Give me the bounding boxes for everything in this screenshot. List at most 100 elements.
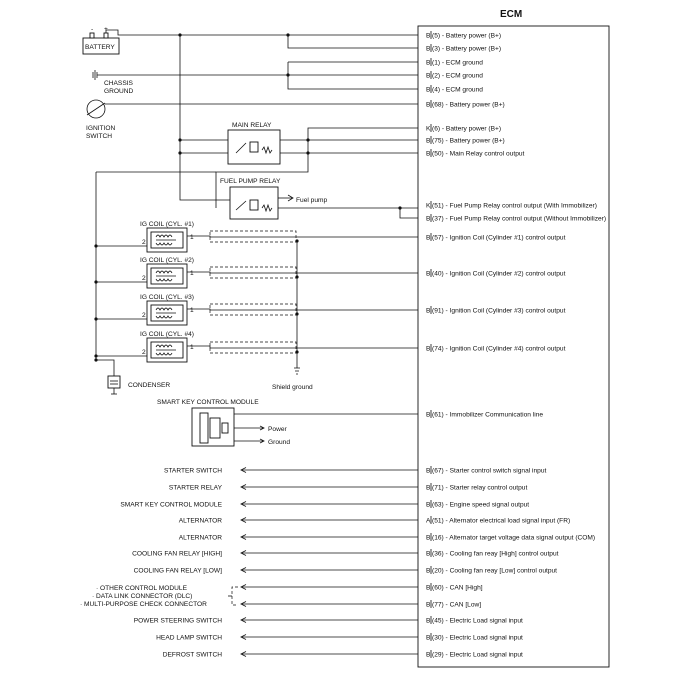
pin-label: (50) - Main Relay control output [432, 151, 525, 158]
ig-coil-4: IG COIL (CYL. #4) 2 1 [94, 331, 418, 363]
svg-text:Power: Power [268, 426, 287, 433]
pin-connector: B [426, 635, 431, 642]
ecm-pin-19: A(51) - Alternator electrical load signa… [426, 516, 570, 525]
svg-text:Ground: Ground [268, 439, 290, 446]
pin-connector: B [426, 535, 431, 542]
pin-label: (5) - Battery power (B+) [432, 33, 501, 40]
ecm-pin-17: B(71) - Starter relay control output [426, 483, 527, 492]
ecm-pin-9: K(51) - Fuel Pump Relay control output (… [426, 201, 597, 210]
svg-text:MAIN RELAY: MAIN RELAY [232, 122, 272, 129]
ig-coil-1: IG COIL (CYL. #1)21 [94, 221, 418, 253]
pin-label: (6) - Battery power (B+) [432, 126, 501, 133]
output-label: STARTER RELAY [169, 485, 223, 492]
pin-connector: B [426, 585, 431, 592]
pin-connector: B [426, 485, 431, 492]
output-label: SMART KEY CONTROL MODULE [120, 502, 222, 509]
pin-label: (91) - Ignition Coil (Cylinder #3) contr… [432, 308, 566, 315]
ecm-pin-5: B(68) - Battery power (B+) [426, 100, 505, 109]
output-11: DEFROST SWITCH [163, 651, 418, 659]
ecm-pin-6: K(6) - Battery power (B+) [426, 124, 501, 133]
pin-label: (61) - Immobilizer Communication line [432, 412, 543, 419]
output-label: COOLING FAN RELAY [HIGH] [132, 551, 222, 558]
output-label: ALTERNATOR [179, 535, 222, 542]
svg-text:1: 1 [190, 270, 194, 277]
pin-label: (51) - Fuel Pump Relay control output (W… [432, 203, 597, 210]
pin-connector: B [426, 216, 431, 223]
pin-connector: K [426, 203, 431, 210]
pin-label: (29) - Electric Load signal input [432, 652, 523, 659]
pin-connector: B [426, 602, 431, 609]
pin-label: (57) - Ignition Coil (Cylinder #1) contr… [432, 235, 566, 242]
pin-connector: B [426, 33, 431, 40]
output-label: HEAD LAMP SWITCH [156, 635, 222, 642]
pin-label: (74) - Ignition Coil (Cylinder #4) contr… [432, 346, 566, 353]
ig-coil-3: IG COIL (CYL. #3)21 [94, 294, 418, 326]
output-5: COOLING FAN RELAY [HIGH] [132, 550, 418, 558]
output-3: ALTERNATOR [179, 517, 418, 525]
pin-connector: B [426, 271, 431, 278]
condenser: CONDENSER [107, 375, 170, 395]
output-4: ALTERNATOR [179, 534, 418, 542]
svg-text:CONDENSER: CONDENSER [128, 382, 170, 389]
pin-label: (30) - Electric Load signal input [432, 635, 523, 642]
svg-text:· MULTI-PURPOSE CHECK CONNECT: · MULTI-PURPOSE CHECK CONNECTOR [80, 601, 207, 608]
output-8 [240, 601, 418, 607]
ecm-pin-13: B(91) - Ignition Coil (Cylinder #3) cont… [426, 306, 566, 315]
ecm-pin-22: B(20) - Cooling fan reay [Low] control o… [426, 566, 557, 575]
ecm-pin-8: B(50) - Main Relay control output [426, 149, 525, 158]
pin-connector: B [426, 138, 431, 145]
ig-coil-label: IG COIL (CYL. #3) [140, 294, 194, 301]
pin-connector: B [426, 652, 431, 659]
ig-coil-label: IG COIL (CYL. #4) [140, 331, 194, 338]
pin-label: (3) - Battery power (B+) [432, 46, 501, 53]
pin-connector: B [426, 60, 431, 67]
pin-label: (37) - Fuel Pump Relay control output (W… [432, 216, 606, 223]
can-group: · OTHER CONTROL MODULE · DATA LINK CONNE… [80, 585, 238, 608]
pin-label: (16) - Alternator target voltage data si… [432, 535, 595, 542]
svg-text:1: 1 [190, 344, 194, 351]
pin-connector: B [426, 568, 431, 575]
svg-text:2: 2 [142, 239, 146, 246]
svg-text:2: 2 [142, 349, 146, 356]
ig-coil-label: IG COIL (CYL. #2) [140, 257, 194, 264]
pin-label: (63) - Engine speed signal output [432, 502, 529, 509]
fuel-pump-label: Fuel pump [296, 197, 327, 204]
smart-key-module: SMART KEY CONTROL MODULE Power Ground [157, 399, 290, 447]
svg-text:CHASSIS: CHASSIS [104, 80, 134, 87]
pin-label: (71) - Starter relay control output [432, 485, 527, 492]
pin-connector: B [426, 346, 431, 353]
output-7 [240, 584, 418, 590]
pin-connector: B [426, 412, 431, 419]
svg-text:FUEL PUMP RELAY: FUEL PUMP RELAY [220, 178, 281, 185]
fuel-pump-relay: FUEL PUMP RELAY Fuel pump [220, 178, 327, 220]
ecm-pin-15: B(61) - Immobilizer Communication line [426, 410, 543, 419]
ecm-title: ECM [500, 9, 522, 20]
pin-connector: B [426, 46, 431, 53]
svg-text:2: 2 [142, 275, 146, 282]
chassis-ground: CHASSIS GROUND [92, 70, 134, 95]
svg-text:GROUND: GROUND [104, 88, 134, 95]
pin-connector: B [426, 102, 431, 109]
pin-label: (1) - ECM ground [432, 60, 483, 67]
pin-label: (20) - Cooling fan reay [Low] control ou… [432, 568, 557, 575]
output-1: STARTER RELAY [169, 484, 418, 492]
pin-connector: B [426, 308, 431, 315]
ig-coil-label: IG COIL (CYL. #1) [140, 221, 194, 228]
svg-text:· DATA LINK CONNECTOR (DLC): · DATA LINK CONNECTOR (DLC) [92, 593, 192, 600]
pin-connector: B [426, 502, 431, 509]
output-6: COOLING FAN RELAY [LOW] [134, 567, 418, 575]
ecm-pin-0: B(5) - Battery power (B+) [426, 31, 501, 40]
pin-connector: B [426, 468, 431, 475]
pin-label: (2) - ECM ground [432, 73, 483, 80]
battery: - + BATTERY [82, 26, 120, 55]
output-0: STARTER SWITCH [164, 467, 418, 475]
pin-label: (75) - Battery power (B+) [432, 138, 505, 145]
ecm-pin-7: B(75) - Battery power (B+) [426, 136, 505, 145]
output-9: POWER STEERING SWITCH [134, 617, 418, 625]
ecm-pin-23: B(60) - CAN [High] [426, 583, 483, 592]
pin-label: (67) - Starter control switch signal inp… [432, 468, 547, 475]
output-label: POWER STEERING SWITCH [134, 618, 223, 625]
output-label: STARTER SWITCH [164, 468, 222, 475]
ecm-pin-14: B(74) - Ignition Coil (Cylinder #4) cont… [426, 344, 566, 353]
